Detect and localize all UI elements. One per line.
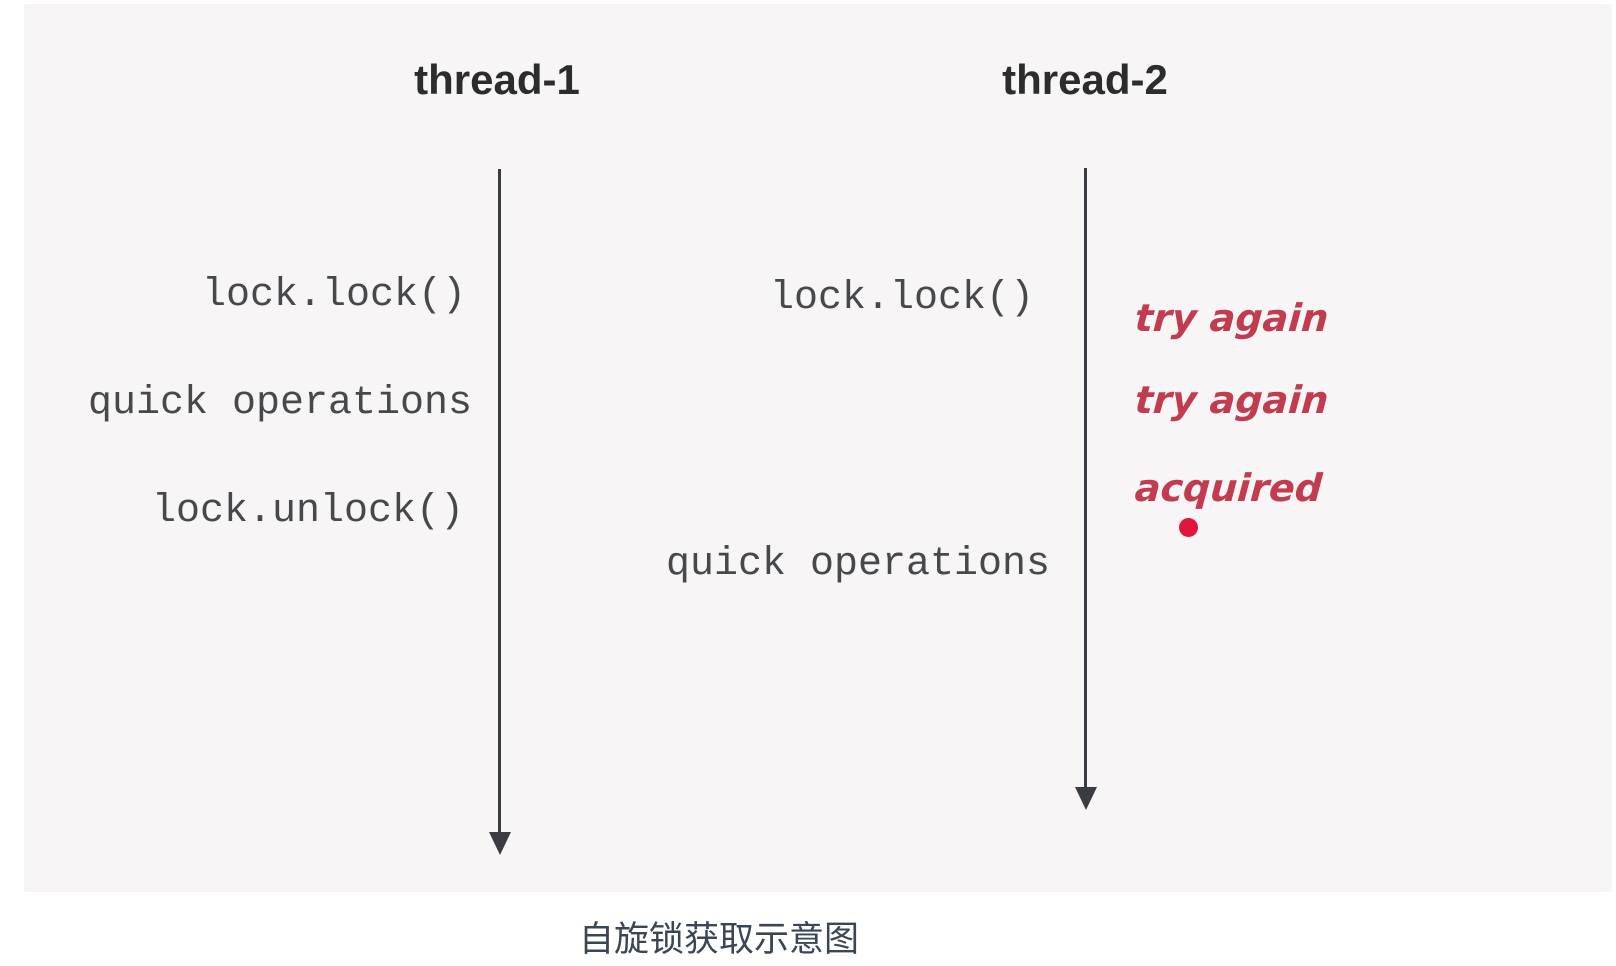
diagram-panel (24, 4, 1612, 892)
spin-annotation-try-again-1: try again (1133, 296, 1331, 340)
thread-2-event-lock: lock.lock() (769, 276, 1034, 321)
thread-1-event-quick-operations: quick operations (87, 381, 472, 426)
thread-1-label: thread-1 (414, 56, 580, 103)
thread-1-timeline (498, 169, 501, 833)
spin-annotation-acquired: acquired (1133, 466, 1324, 510)
thread-2-label: thread-2 (1002, 56, 1168, 103)
thread-2-arrowhead-icon (1075, 787, 1097, 810)
thread-1-event-unlock: lock.unlock() (151, 489, 464, 534)
spin-annotation-try-again-2: try again (1133, 378, 1331, 422)
acquired-marker-dot-icon (1179, 518, 1198, 537)
thread-2-timeline (1084, 168, 1087, 788)
thread-2-event-quick-operations: quick operations (665, 542, 1050, 587)
thread-1-arrowhead-icon (489, 832, 511, 855)
diagram-caption: 自旋锁获取示意图 (578, 920, 860, 959)
thread-1-event-lock: lock.lock() (201, 273, 466, 318)
